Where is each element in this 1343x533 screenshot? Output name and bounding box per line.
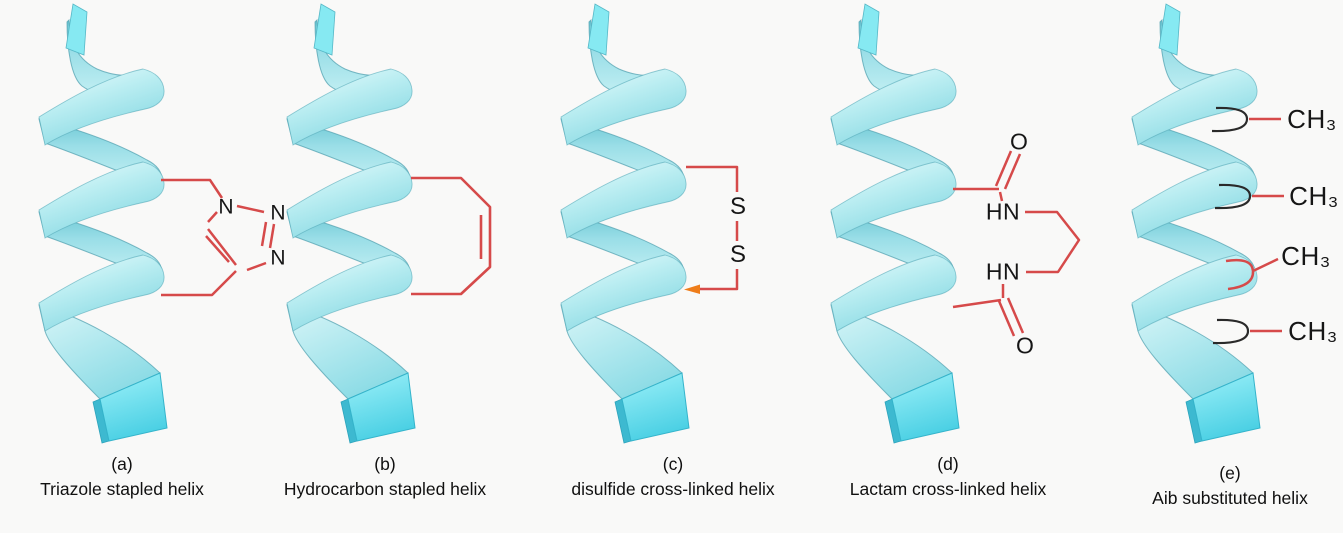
helix-e [1131, 3, 1261, 444]
residue-hook-1 [1211, 106, 1249, 133]
helix-d [830, 3, 960, 444]
residue-hook-4 [1212, 318, 1250, 345]
helix-b [286, 3, 416, 444]
attachment-arrow [684, 284, 700, 294]
methyl-bond-3 [1252, 257, 1279, 273]
aib-substituents [1211, 106, 1284, 345]
helix-a [38, 3, 168, 444]
disulfide-bridge [686, 165, 739, 291]
residue-hook-2 [1214, 183, 1252, 210]
triazole-staple [161, 178, 276, 297]
helix-c [560, 3, 690, 444]
lactam-bridge [952, 150, 1081, 337]
hydrocarbon-staple [411, 176, 492, 296]
